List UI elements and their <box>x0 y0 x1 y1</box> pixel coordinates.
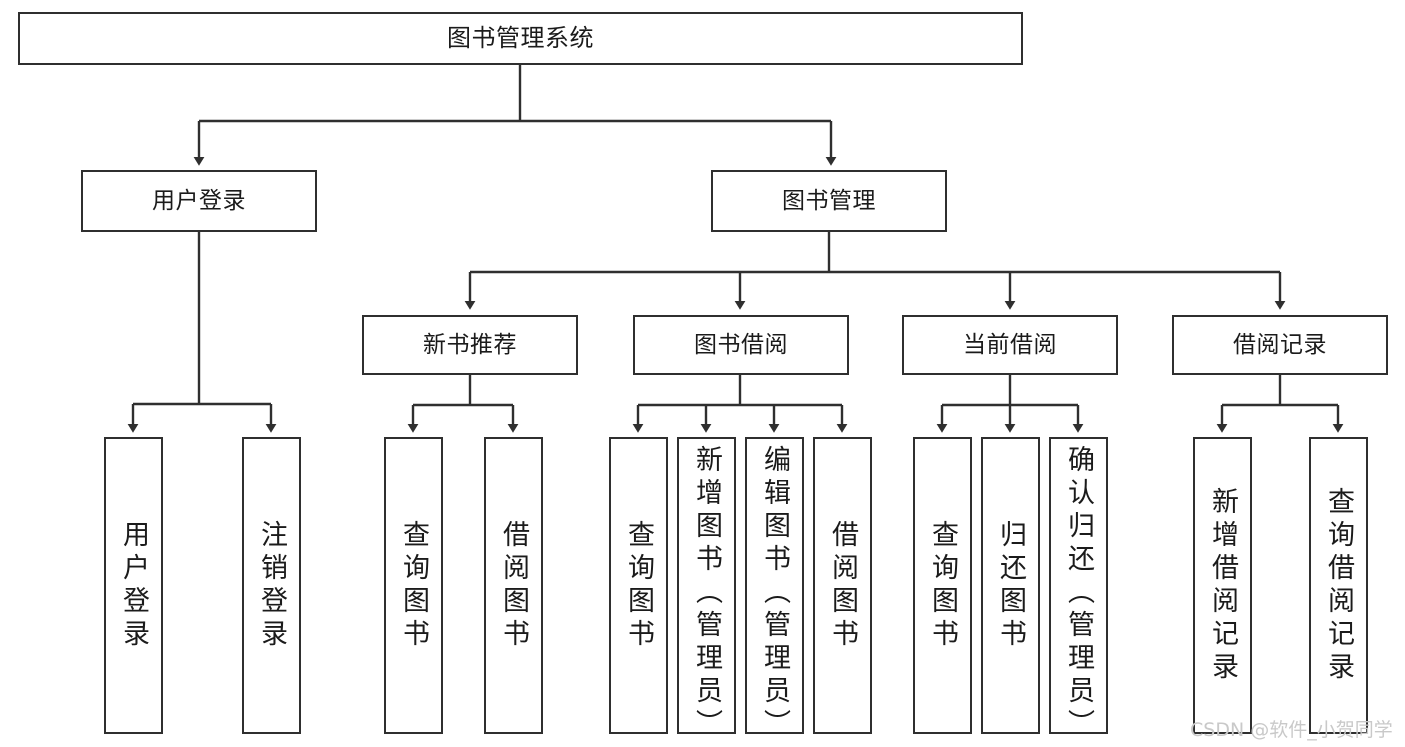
leaf-user-login-logout[interactable]: 注销登录 <box>242 437 301 734</box>
node-user-login[interactable]: 用户登录 <box>81 170 317 232</box>
node-label: 借阅记录 <box>1233 331 1327 358</box>
leaf-records-add-record[interactable]: 新增借阅记录 <box>1193 437 1252 734</box>
node-label: 借阅图书 <box>827 519 858 652</box>
node-label: 注销登录 <box>256 519 287 652</box>
node-label: 借阅图书 <box>498 519 529 652</box>
leaf-user-login-login[interactable]: 用户登录 <box>104 437 163 734</box>
node-label: 当前借阅 <box>963 331 1057 358</box>
node-current-borrow[interactable]: 当前借阅 <box>902 315 1118 375</box>
leaf-current-confirm-return-admin[interactable]: 确认归还（管理员） <box>1049 437 1108 742</box>
node-label: 查询图书 <box>623 519 654 652</box>
leaf-recommend-query-book[interactable]: 查询图书 <box>384 437 443 734</box>
node-label: 查询图书 <box>398 519 429 652</box>
node-label: 查询借阅记录 <box>1323 486 1354 685</box>
leaf-current-query-book[interactable]: 查询图书 <box>913 437 972 734</box>
leaf-recommend-borrow-book[interactable]: 借阅图书 <box>484 437 543 734</box>
node-new-book-recommend[interactable]: 新书推荐 <box>362 315 578 375</box>
leaf-current-return-book[interactable]: 归还图书 <box>981 437 1040 734</box>
leaf-borrow-edit-book-admin[interactable]: 编辑图书（管理员） <box>745 437 804 742</box>
node-label: 新增借阅记录 <box>1207 486 1238 685</box>
node-label: 图书管理系统 <box>447 23 594 52</box>
node-borrow-records[interactable]: 借阅记录 <box>1172 315 1388 375</box>
node-label: 新增图书（管理员） <box>691 445 722 742</box>
node-book-borrow[interactable]: 图书借阅 <box>633 315 849 375</box>
node-label: 编辑图书（管理员） <box>759 445 790 742</box>
node-label: 用户登录 <box>152 187 246 214</box>
csdn-watermark: CSDN @软件_小贺同学 <box>1190 719 1393 741</box>
node-label: 图书管理 <box>782 187 876 214</box>
leaf-borrow-add-book-admin[interactable]: 新增图书（管理员） <box>677 437 736 742</box>
node-label: 新书推荐 <box>423 331 517 358</box>
node-label: 确认归还（管理员） <box>1063 445 1094 742</box>
node-label: 查询图书 <box>927 519 958 652</box>
node-root-book-management-system[interactable]: 图书管理系统 <box>18 12 1023 65</box>
node-label: 图书借阅 <box>694 331 788 358</box>
leaf-borrow-query-book[interactable]: 查询图书 <box>609 437 668 734</box>
leaf-borrow-borrow-book[interactable]: 借阅图书 <box>813 437 872 734</box>
node-label: 归还图书 <box>995 519 1026 652</box>
node-label: 用户登录 <box>118 519 149 652</box>
node-book-management[interactable]: 图书管理 <box>711 170 947 232</box>
leaf-records-query-record[interactable]: 查询借阅记录 <box>1309 437 1368 734</box>
